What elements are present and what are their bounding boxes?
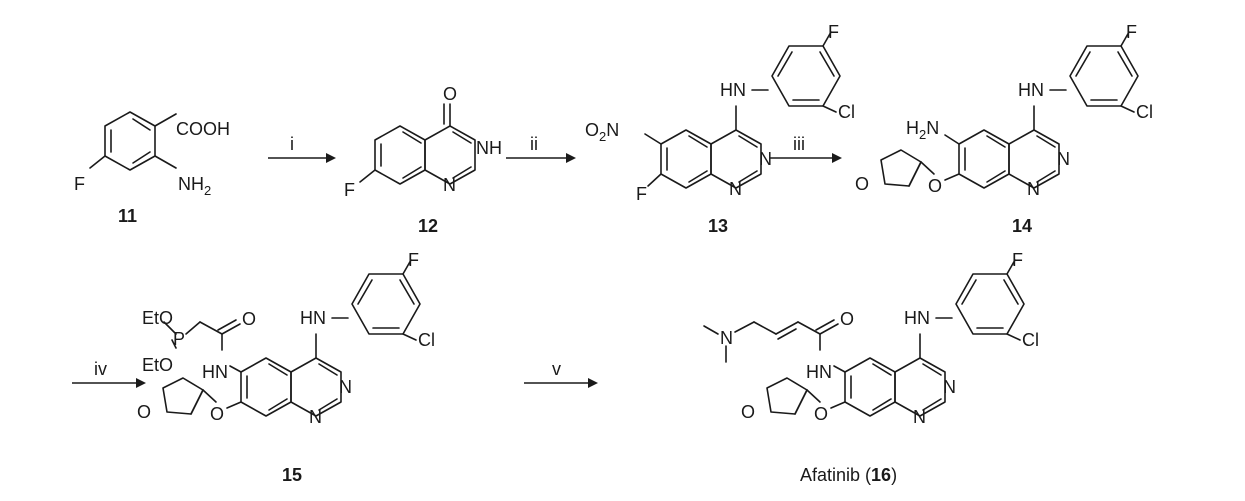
atom-f: F xyxy=(344,180,355,200)
atom-n: N xyxy=(309,407,322,427)
atom-hn: HN xyxy=(300,308,326,328)
atom-nh2: NH2 xyxy=(178,174,211,198)
compound-13: O2N F HN N N F Cl 13 xyxy=(585,22,855,236)
atom-f: F xyxy=(636,184,647,204)
atom-cooh: COOH xyxy=(176,119,230,139)
atom-n: N xyxy=(1057,149,1070,169)
atom-o-ether: O xyxy=(928,176,942,196)
reaction-arrow-step-ii: ii xyxy=(506,134,576,163)
atom-nh: NH xyxy=(476,138,502,158)
atom-hn: HN xyxy=(720,80,746,100)
atom-n: N xyxy=(759,149,772,169)
atom-nme2: N xyxy=(720,328,733,348)
reaction-arrow-step-iv: iv xyxy=(72,359,146,388)
step-label: iii xyxy=(793,134,805,154)
step-label: iv xyxy=(94,359,107,379)
atom-f: F xyxy=(1012,250,1023,270)
compound-number: 12 xyxy=(418,216,438,236)
step-label: ii xyxy=(530,134,538,154)
atom-cl: Cl xyxy=(1022,330,1039,350)
atom-hn: HN xyxy=(1018,80,1044,100)
atom-f: F xyxy=(828,22,839,42)
compound-name: Afatinib (16) xyxy=(800,465,897,485)
compound-number: 13 xyxy=(708,216,728,236)
atom-o-ring: O xyxy=(741,402,755,422)
atom-n: N xyxy=(913,407,926,427)
atom-eto: EtO xyxy=(142,355,173,375)
atom-n: N xyxy=(443,175,456,195)
atom-amide-hn: HN xyxy=(202,362,228,382)
reaction-arrow-step-i: i xyxy=(268,134,336,163)
compound-12: O NH N F 12 xyxy=(344,84,502,236)
atom-o-ether: O xyxy=(814,404,828,424)
atom-f: F xyxy=(74,174,85,194)
atom-cl: Cl xyxy=(838,102,855,122)
atom-hn: HN xyxy=(904,308,930,328)
atom-o-ring: O xyxy=(855,174,869,194)
compound-number: 11 xyxy=(118,206,137,226)
atom-f: F xyxy=(1126,22,1137,42)
reaction-arrow-step-iii: iii xyxy=(770,134,842,163)
compound-11: COOH F NH2 11 xyxy=(74,111,230,226)
atom-n: N xyxy=(339,377,352,397)
atom-n: N xyxy=(729,179,742,199)
compound-14: H2N O O HN N N F Cl 14 xyxy=(855,22,1153,236)
atom-cl: Cl xyxy=(418,330,435,350)
compound-16-afatinib: N O HN O O HN N N F Cl Afatinib (16) xyxy=(703,250,1039,485)
atom-p: P xyxy=(173,329,185,349)
atom-n: N xyxy=(1027,179,1040,199)
step-label: i xyxy=(290,134,294,154)
step-label: v xyxy=(552,359,561,379)
atom-o-carbonyl: O xyxy=(840,309,854,329)
compound-number: 14 xyxy=(1012,216,1032,236)
atom-o2n: O2N xyxy=(585,120,619,144)
reaction-arrow-step-v: v xyxy=(524,359,598,388)
atom-o-ring: O xyxy=(137,402,151,422)
atom-n: N xyxy=(943,377,956,397)
atom-o-ether: O xyxy=(210,404,224,424)
atom-f: F xyxy=(408,250,419,270)
atom-h2n: H2N xyxy=(906,118,939,142)
atom-amide-hn: HN xyxy=(806,362,832,382)
atom-cl: Cl xyxy=(1136,102,1153,122)
compound-number: 15 xyxy=(282,465,302,485)
atom-o: O xyxy=(443,84,457,104)
compound-15: EtO P EtO O HN O O HN N N F Cl 15 xyxy=(137,250,435,485)
atom-o-carbonyl: O xyxy=(242,309,256,329)
atom-eto: EtO xyxy=(142,308,173,328)
